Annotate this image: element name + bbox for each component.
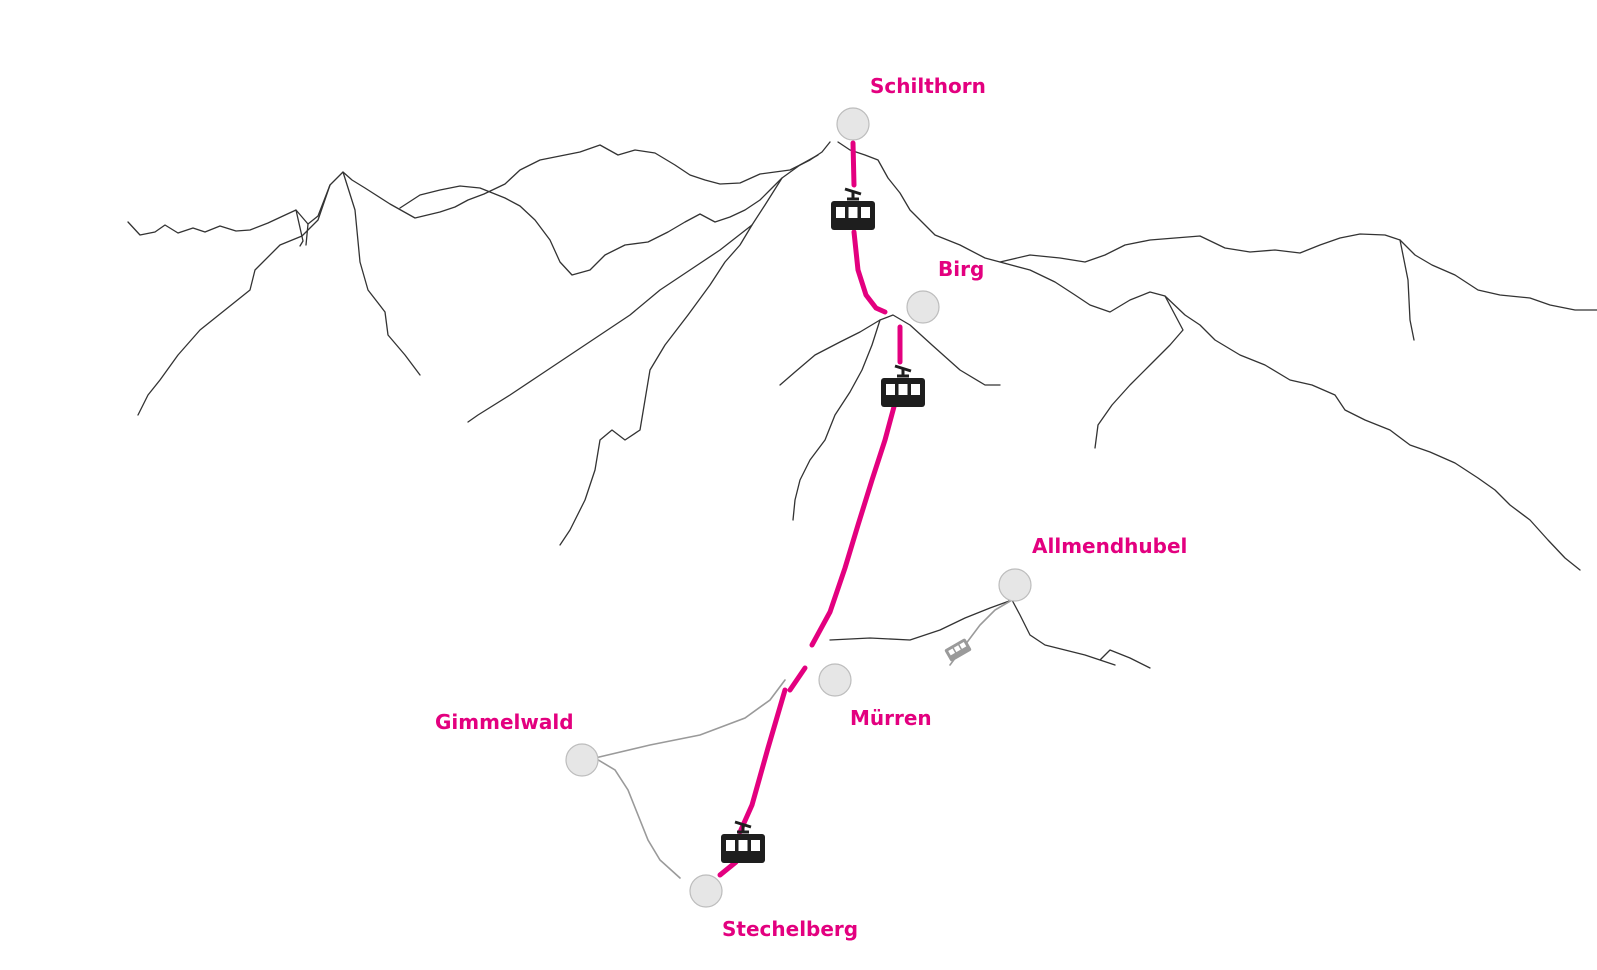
cable-car-cabin-icon [721, 820, 765, 863]
label-schilthorn[interactable]: Schilthorn [870, 74, 986, 98]
label-gimmelwald[interactable]: Gimmelwald [435, 710, 574, 734]
label-allmendhubel[interactable]: Allmendhubel [1032, 534, 1187, 558]
station-birg-marker[interactable] [906, 290, 940, 324]
label-birg[interactable]: Birg [938, 257, 984, 281]
funicular-train-icon [944, 638, 972, 662]
station-muerren-marker[interactable] [818, 663, 852, 697]
station-stechelberg-marker[interactable] [689, 874, 723, 908]
label-stechelberg[interactable]: Stechelberg [722, 917, 858, 941]
label-muerren[interactable]: Mürren [850, 706, 932, 730]
station-gimmelwald-marker[interactable] [565, 743, 599, 777]
secondary-route [594, 599, 1013, 879]
cableway-route [717, 140, 903, 878]
station-schilthorn-marker[interactable] [836, 107, 870, 141]
cable-car-cabin-icon [831, 187, 875, 230]
mountain-outline [127, 141, 1597, 669]
station-allmendhubel-marker[interactable] [998, 568, 1032, 602]
cable-car-cabin-icon [881, 364, 925, 407]
